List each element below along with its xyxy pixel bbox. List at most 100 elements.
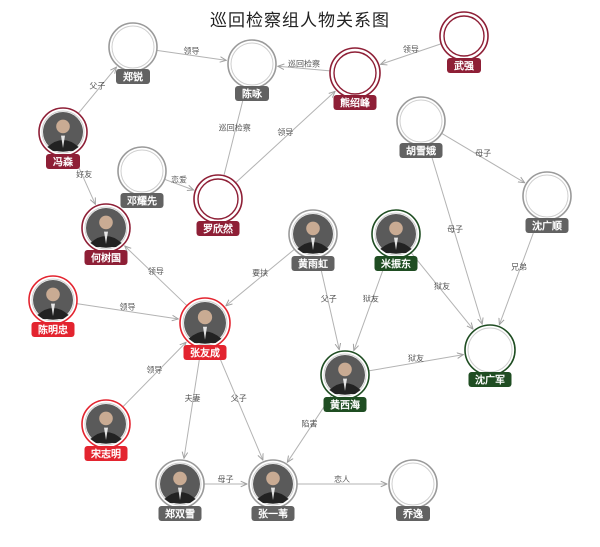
node-label: 黄西海: [330, 399, 360, 412]
edge-label: 狱友: [408, 353, 424, 363]
node-zhengrui[interactable]: 郑锐: [108, 22, 158, 84]
edge-zhengrui-chenyong: [156, 49, 227, 60]
edge-label: 领导: [146, 365, 162, 375]
node-label: 邓耀先: [126, 195, 157, 208]
edge-huxuee-shenguangshun: [441, 132, 525, 182]
edge-mizhendong-shenguangjun: [410, 252, 473, 329]
node-label-bg: [291, 256, 335, 271]
edge-label: 领导: [120, 301, 136, 311]
edge-huangyuhong-zhangyoucheng: [226, 248, 295, 306]
node-inner-ring: [120, 149, 164, 193]
node-shenguangshun[interactable]: 沈广顺: [522, 171, 572, 233]
portrait-icon: [160, 464, 200, 504]
node-ring: [227, 39, 277, 89]
node-label-bg: [399, 143, 443, 158]
node-chenyong[interactable]: 陈咏: [227, 39, 277, 101]
node-inner-ring: [525, 174, 569, 218]
node-label-bg: [447, 58, 481, 73]
node-inner-ring: [333, 51, 377, 95]
node-ring: [388, 459, 438, 509]
node-zhangyoucheng[interactable]: 张友成: [179, 297, 231, 360]
portrait-icon: [86, 208, 126, 248]
portrait-icon: [376, 214, 416, 254]
edge-label: 父子: [321, 295, 337, 304]
portrait-icon: [293, 214, 333, 254]
node-label: 陈咏: [242, 88, 263, 101]
node-wuqiang[interactable]: 武强: [439, 11, 489, 73]
node-zhengshuangxue[interactable]: 郑双雪: [155, 459, 205, 521]
node-inner-ring: [374, 212, 418, 256]
edge-dengyaoxian-luoxinran: [164, 178, 194, 190]
edge-label: 父子: [89, 81, 105, 90]
edge-label: 狱友: [434, 281, 450, 291]
edge-label: 领导: [148, 266, 164, 276]
node-huangxihai[interactable]: 黄西海: [320, 350, 370, 412]
node-label: 郑双雪: [165, 508, 195, 521]
edge-luoxinran-chenyong: [223, 89, 246, 176]
edge-label: 父子: [231, 394, 247, 403]
node-huxuee[interactable]: 胡雪娥: [396, 96, 446, 158]
node-label-bg: [31, 322, 75, 337]
node-label: 沈广顺: [532, 220, 562, 233]
portrait-icon: [33, 280, 73, 320]
node-huangyuhong[interactable]: 黄雨虹: [288, 209, 338, 271]
node-label: 宋志明: [90, 448, 121, 461]
edge-xiongshaofeng-chenyong: [278, 66, 331, 72]
node-songzhiming[interactable]: 宋志明: [81, 399, 131, 461]
node-label: 武强: [454, 60, 474, 73]
node-label: 熊绍峰: [340, 97, 371, 110]
node-luoxinran[interactable]: 罗欣然: [193, 174, 243, 236]
node-ring: [117, 146, 167, 196]
node-fengsen[interactable]: 冯森: [38, 107, 88, 169]
node-mizhendong[interactable]: 米振东: [371, 209, 421, 271]
portrait-icon: [86, 404, 126, 444]
node-inner-ring: [251, 462, 295, 506]
node-chenmingzhong[interactable]: 陈明忠: [28, 275, 78, 337]
node-label-bg: [323, 397, 367, 412]
node-shenguangjun[interactable]: 沈广军: [464, 324, 516, 387]
edge-label: 好友: [76, 169, 92, 179]
node-label: 陈明忠: [38, 324, 68, 337]
node-label: 黄雨虹: [298, 258, 328, 271]
node-zhangyiwei[interactable]: 张一苇: [248, 459, 298, 521]
edge-label: 兄弟: [511, 262, 527, 272]
node-label-bg: [183, 345, 227, 360]
node-label: 张友成: [190, 347, 220, 360]
node-dengyaoxian[interactable]: 邓耀先: [117, 146, 167, 208]
node-label: 罗欣然: [203, 223, 233, 236]
portrait-icon: [325, 355, 365, 395]
node-ring: [396, 96, 446, 146]
edge-zhangyoucheng-heshuguo: [125, 246, 188, 307]
node-label: 乔逸: [402, 508, 423, 521]
edge-label: 领导: [184, 45, 200, 55]
node-inner-ring: [443, 15, 485, 57]
edge-zhangyoucheng-zhengshuangxue: [184, 347, 202, 459]
node-heshuguo[interactable]: 何树国: [81, 203, 131, 265]
node-label-bg: [251, 506, 295, 521]
node-xiongshaofeng[interactable]: 熊绍峰: [329, 47, 381, 110]
node-label-bg: [525, 218, 569, 233]
node-qiaoyi[interactable]: 乔逸: [388, 459, 438, 521]
edge-label: 夫妻: [185, 393, 201, 403]
portrait-icon: [43, 112, 83, 152]
node-label-bg: [333, 95, 377, 110]
node-inner-ring: [31, 278, 75, 322]
node-ring: [522, 171, 572, 221]
node-label-bg: [158, 506, 202, 521]
node-label: 张一苇: [258, 508, 288, 521]
node-inner-ring: [230, 42, 274, 86]
node-label-bg: [116, 69, 150, 84]
edge-huangyuhong-huangxihai: [317, 257, 339, 349]
node-label: 冯森: [53, 156, 74, 169]
node-ring: [193, 174, 243, 224]
edge-label: 领导: [403, 44, 419, 54]
node-inner-ring: [399, 99, 443, 143]
edge-label: 恋爱: [171, 175, 187, 185]
node-label-bg: [120, 193, 164, 208]
edge-label: 巡回检察: [288, 59, 320, 69]
node-label-bg: [396, 506, 430, 521]
node-label-bg: [235, 86, 269, 101]
